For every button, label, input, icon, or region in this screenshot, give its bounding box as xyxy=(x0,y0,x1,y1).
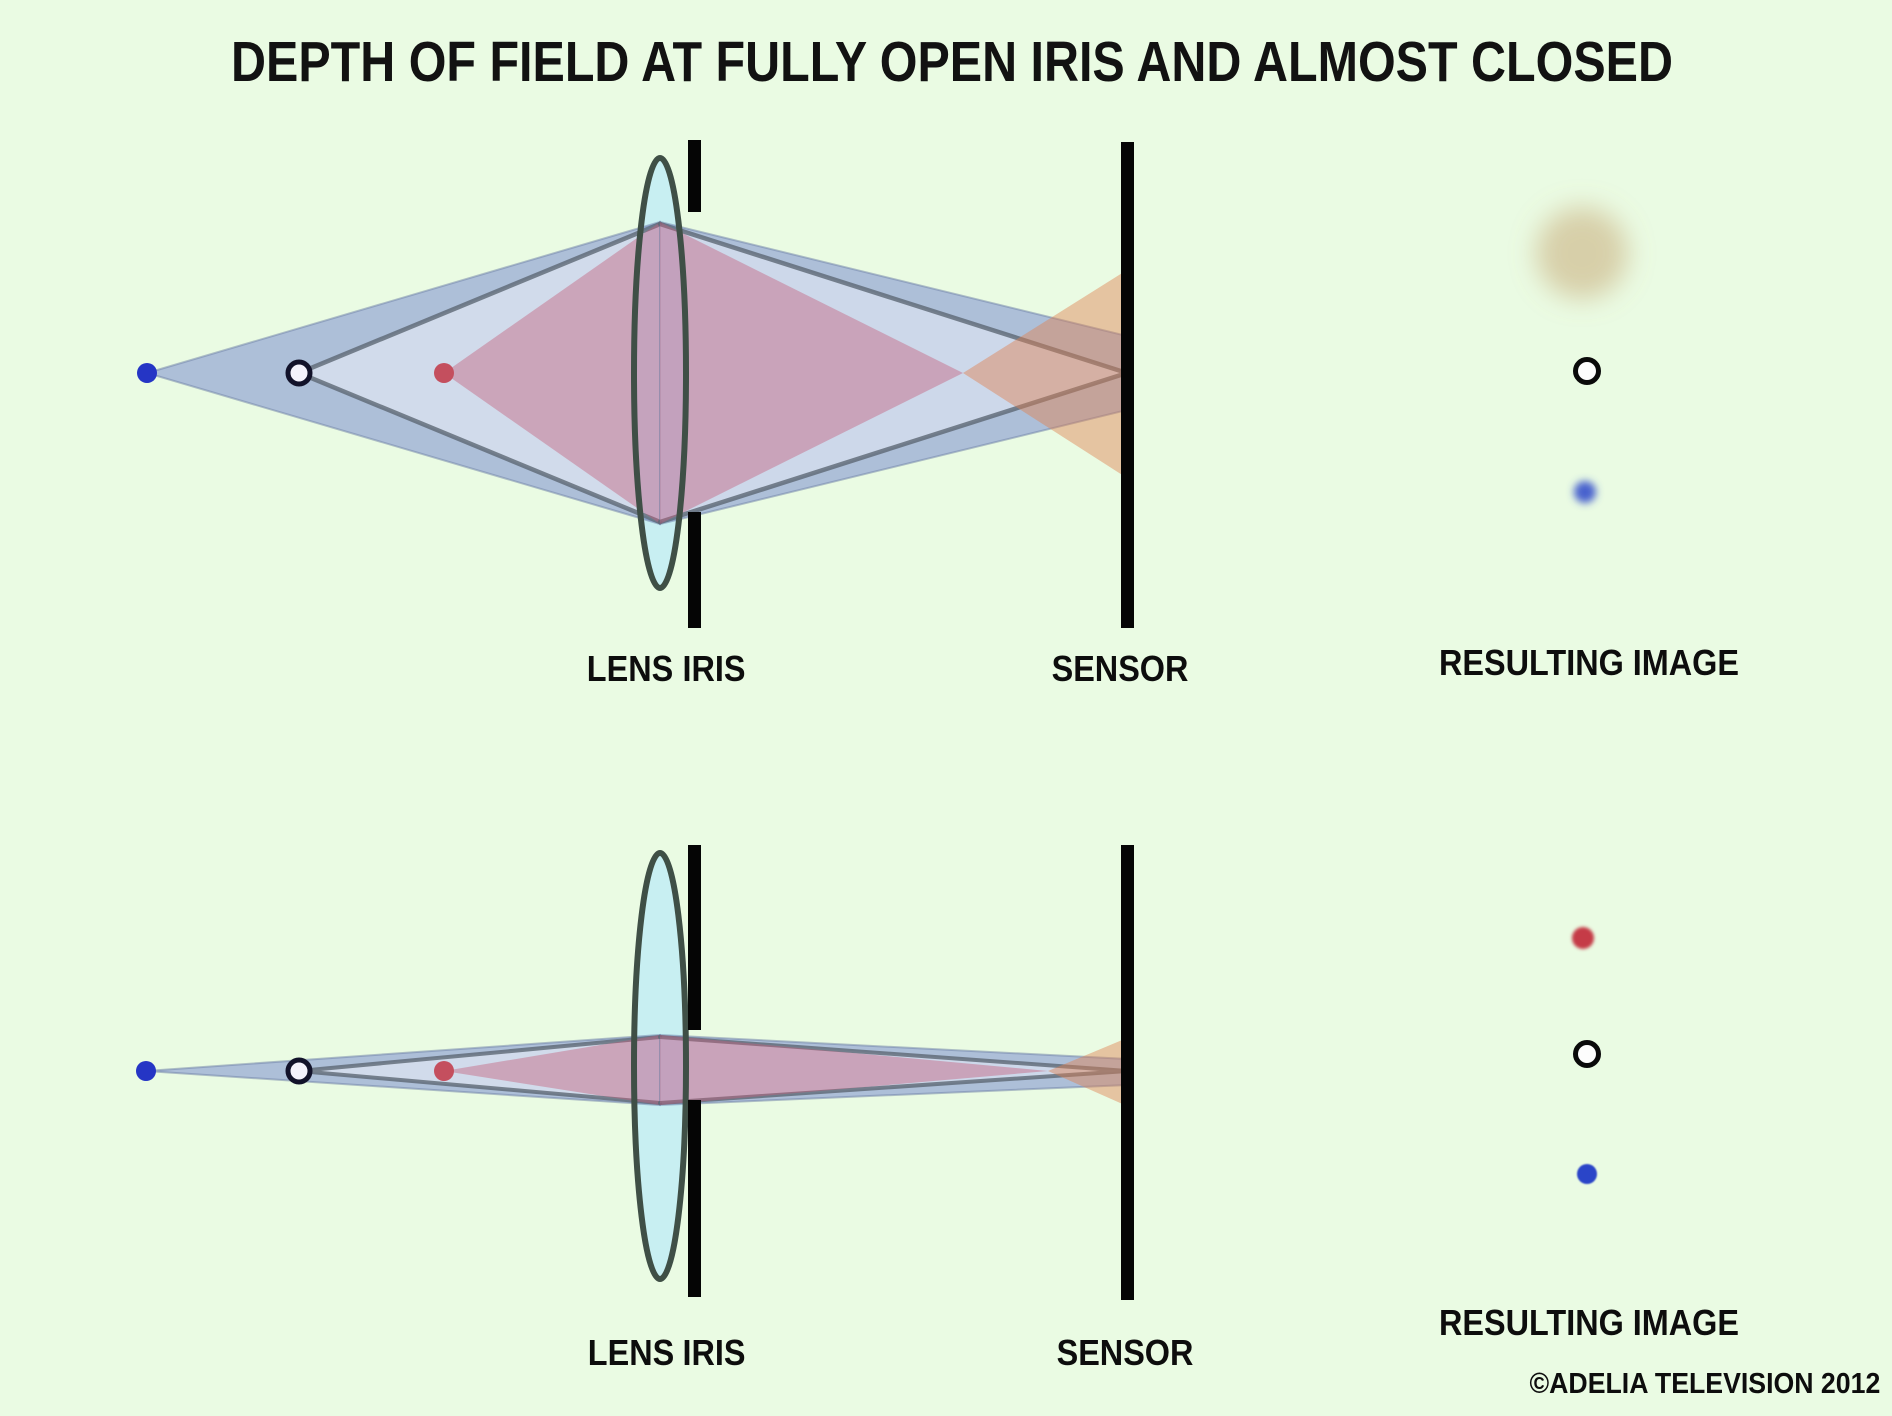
result-focus-point-sharp xyxy=(1573,1040,1601,1068)
near-red-point xyxy=(434,363,454,383)
result-panel-open-iris xyxy=(1536,207,1628,503)
focus-point-cone-image-side xyxy=(660,224,1127,522)
label-sensor-open: SENSOR xyxy=(1051,648,1189,689)
in-focus-point xyxy=(285,1057,313,1085)
sensor-plane xyxy=(1121,845,1134,1300)
diagram-open-iris xyxy=(137,140,1628,628)
focus-point-cone-image-side xyxy=(660,1037,1127,1103)
copyright-notice: ©ADELIA TELEVISION 2012 xyxy=(1529,1368,1880,1400)
far-blue-point xyxy=(136,1061,156,1081)
red-point-cone-defocus-blur xyxy=(1048,1038,1127,1106)
sensor-plane xyxy=(1121,142,1134,628)
red-point-cone-converging xyxy=(660,1035,1048,1105)
page-title: DEPTH OF FIELD AT FULLY OPEN IRIS AND AL… xyxy=(231,30,1673,94)
iris-blade-top xyxy=(688,140,701,212)
iris-blade-top xyxy=(688,845,701,1030)
iris-blade-bottom xyxy=(688,1100,701,1297)
label-lens-closed: LENS xyxy=(587,1332,675,1373)
result-red-point-sharp xyxy=(1572,927,1594,949)
result-blue-point-soft-blur xyxy=(1574,481,1596,503)
focus-point-cone-object-side xyxy=(299,224,660,522)
lens-outline xyxy=(631,850,689,1282)
result-red-point-heavy-blur xyxy=(1536,207,1628,299)
far-blue-point xyxy=(137,363,157,383)
label-resulting-image-closed: RESULTING IMAGE xyxy=(1438,1302,1740,1343)
red-point-cone-converging xyxy=(660,222,963,524)
focus-point-cone-object-side xyxy=(299,1037,660,1103)
near-red-point xyxy=(434,1061,454,1081)
label-lens-open: LENS xyxy=(586,648,674,689)
red-point-cone-object-side xyxy=(444,1035,660,1105)
label-iris-closed: IRIS xyxy=(682,1332,746,1373)
label-iris-open: IRIS xyxy=(682,648,746,689)
lens-outline xyxy=(631,155,689,591)
in-focus-point xyxy=(285,359,313,387)
label-sensor-closed: SENSOR xyxy=(1056,1332,1194,1373)
label-resulting-image-open: RESULTING IMAGE xyxy=(1438,642,1740,683)
iris-blade-bottom xyxy=(688,512,701,628)
result-panel-closed-iris xyxy=(1572,927,1601,1184)
result-focus-point-sharp xyxy=(1573,357,1601,385)
result-blue-point-sharp xyxy=(1577,1164,1597,1184)
diagram-closed-iris xyxy=(136,845,1601,1300)
red-point-cone-defocus-blur xyxy=(963,270,1127,478)
red-point-cone-object-side xyxy=(444,222,660,524)
